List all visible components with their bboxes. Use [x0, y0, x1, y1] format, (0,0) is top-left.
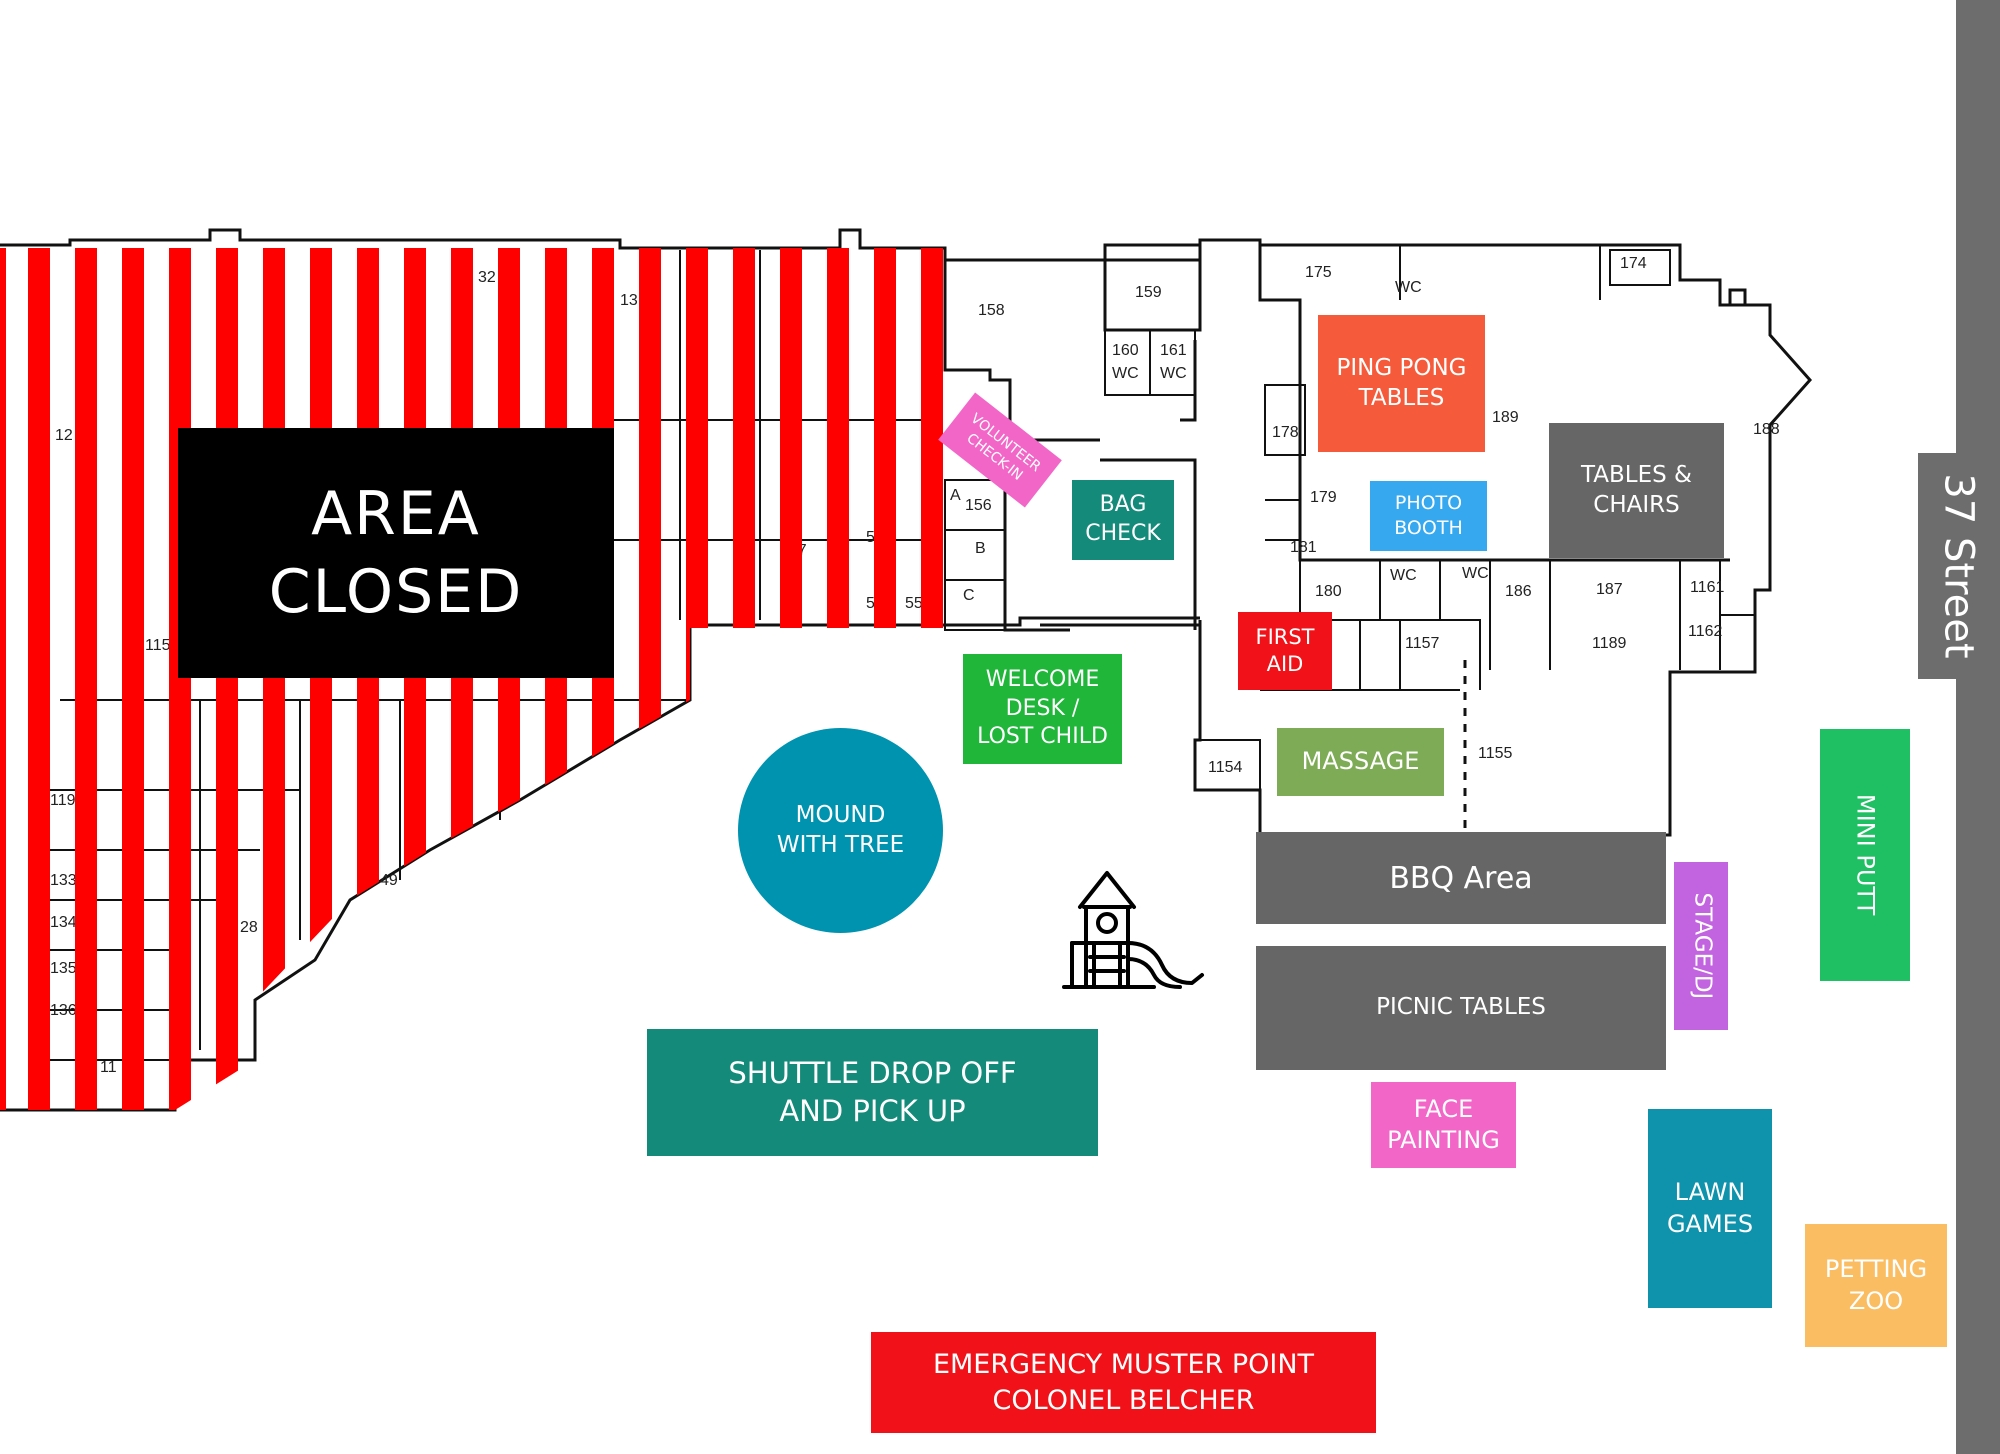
svg-text:180: 180 [1315, 583, 1342, 600]
emergency-line2: COLONEL BELCHER [992, 1384, 1255, 1416]
ping-pong-line2: TABLES [1358, 384, 1445, 411]
petting-zoo-zone[interactable]: PETTING ZOO [1805, 1224, 1947, 1347]
mini-putt-label: MINI PUTT [1851, 794, 1880, 916]
welcome-line1: WELCOME [985, 667, 1100, 693]
mound-line1: MOUND [795, 801, 886, 828]
svg-text:13: 13 [620, 292, 638, 309]
playground-icon [1062, 871, 1204, 989]
street-label-box: 37 Street [1918, 453, 2000, 679]
svg-text:1154: 1154 [1208, 759, 1243, 776]
emergency-line1: EMERGENCY MUSTER POINT [932, 1349, 1315, 1381]
face-painting-line1: FACE [1413, 1094, 1474, 1123]
svg-text:189: 189 [1492, 409, 1519, 426]
ping-pong-tables-zone[interactable]: PING PONG TABLES [1318, 315, 1485, 452]
area-closed-line2: CLOSED [268, 557, 524, 627]
svg-text:119: 119 [50, 792, 76, 809]
svg-text:1157: 1157 [1405, 635, 1440, 652]
svg-text:1155: 1155 [1478, 745, 1513, 762]
svg-text:C: C [963, 587, 975, 604]
svg-text:12: 12 [55, 427, 73, 444]
emergency-muster-point-zone[interactable]: EMERGENCY MUSTER POINT COLONEL BELCHER [871, 1332, 1376, 1433]
svg-text:187: 187 [1596, 581, 1623, 598]
svg-text:161: 161 [1160, 342, 1187, 359]
svg-text:B: B [975, 540, 986, 557]
svg-text:134: 134 [50, 914, 77, 931]
lawn-games-zone[interactable]: LAWN GAMES [1648, 1109, 1772, 1308]
svg-text:181: 181 [1290, 539, 1317, 556]
shuttle-line1: SHUTTLE DROP OFF [728, 1055, 1017, 1090]
picnic-tables-zone[interactable]: PICNIC TABLES [1256, 946, 1666, 1070]
mound-with-tree-zone[interactable]: MOUND WITH TREE [738, 728, 943, 933]
shuttle-line2: AND PICK UP [779, 1093, 966, 1128]
bag-check-line2: CHECK [1085, 521, 1161, 546]
lawn-games-line2: GAMES [1666, 1209, 1754, 1238]
street-label: 37 Street [1936, 473, 1982, 659]
area-closed-line1: AREA [311, 479, 481, 549]
lawn-games-line1: LAWN [1674, 1178, 1746, 1207]
tables-chairs-line2: CHAIRS [1593, 491, 1680, 518]
stage-label: STAGE/DJ [1688, 892, 1715, 1000]
petting-zoo-line2: ZOO [1848, 1286, 1904, 1315]
svg-text:133: 133 [50, 872, 77, 889]
svg-text:55: 55 [905, 595, 923, 612]
svg-text:11: 11 [100, 1059, 117, 1076]
svg-text:136: 136 [50, 1002, 77, 1019]
first-aid-zone[interactable]: FIRST AID [1238, 612, 1332, 690]
svg-text:A: A [950, 487, 961, 504]
shuttle-zone[interactable]: SHUTTLE DROP OFF AND PICK UP [647, 1029, 1098, 1156]
svg-text:174: 174 [1620, 255, 1647, 272]
svg-text:WC: WC [1160, 365, 1187, 382]
bag-check-zone[interactable]: BAG CHECK [1072, 480, 1174, 560]
svg-text:179: 179 [1310, 489, 1337, 506]
mound-line2: WITH TREE [776, 831, 905, 858]
svg-text:178: 178 [1272, 424, 1299, 441]
picnic-label: PICNIC TABLES [1376, 994, 1546, 1021]
tables-chairs-zone[interactable]: TABLES & CHAIRS [1549, 423, 1724, 558]
svg-text:186: 186 [1505, 583, 1532, 600]
svg-text:115: 115 [145, 637, 171, 654]
bag-check-line1: BAG [1099, 492, 1147, 518]
svg-text:156: 156 [965, 497, 992, 514]
first-aid-line2: AID [1266, 652, 1304, 676]
svg-text:WC: WC [1390, 567, 1417, 584]
photo-booth-line1: PHOTO [1394, 492, 1463, 515]
face-painting-line2: PAINTING [1387, 1126, 1500, 1154]
massage-label: MASSAGE [1301, 747, 1420, 776]
massage-zone[interactable]: MASSAGE [1277, 728, 1444, 796]
welcome-line3: LOST CHILD [977, 724, 1108, 750]
bbq-label: BBQ Area [1389, 860, 1533, 896]
svg-text:WC: WC [1112, 365, 1139, 382]
tables-chairs-line1: TABLES & [1581, 461, 1692, 488]
welcome-desk-zone[interactable]: WELCOME DESK / LOST CHILD [963, 654, 1122, 764]
area-closed-sign: AREA CLOSED [178, 428, 614, 678]
svg-text:1162: 1162 [1688, 623, 1723, 640]
street-bar [1956, 0, 2000, 1454]
svg-text:32: 32 [478, 269, 496, 286]
mini-putt-zone[interactable]: MINI PUTT [1820, 729, 1910, 981]
welcome-line2: DESK / [1005, 695, 1080, 721]
stage-dj-zone[interactable]: STAGE/DJ [1674, 862, 1728, 1030]
svg-text:135: 135 [50, 960, 77, 977]
ping-pong-line1: PING PONG [1336, 354, 1467, 381]
svg-text:28: 28 [240, 919, 258, 936]
svg-text:158: 158 [978, 302, 1005, 319]
svg-text:1161: 1161 [1690, 579, 1725, 596]
svg-text:WC: WC [1395, 279, 1422, 296]
first-aid-line1: FIRST [1255, 624, 1315, 649]
svg-text:49: 49 [380, 872, 398, 889]
svg-text:160: 160 [1112, 342, 1139, 359]
svg-text:1189: 1189 [1592, 635, 1627, 652]
photo-booth-line2: BOOTH [1394, 517, 1463, 539]
svg-text:159: 159 [1135, 284, 1162, 301]
svg-text:175: 175 [1305, 264, 1332, 281]
face-painting-zone[interactable]: FACE PAINTING [1371, 1082, 1516, 1168]
bbq-area-zone[interactable]: BBQ Area [1256, 832, 1666, 924]
svg-text:188: 188 [1753, 421, 1780, 438]
photo-booth-zone[interactable]: PHOTO BOOTH [1370, 481, 1487, 551]
svg-text:WC: WC [1462, 565, 1489, 582]
petting-zoo-line1: PETTING [1824, 1255, 1928, 1284]
